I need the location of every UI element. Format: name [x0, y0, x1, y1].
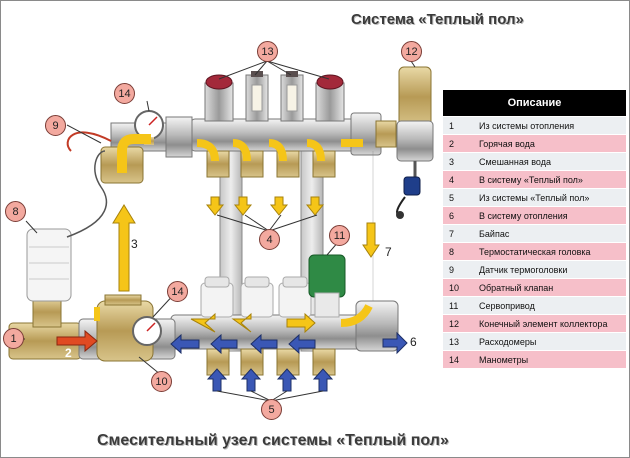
upper-outlets [206, 150, 336, 178]
label-3: 3 [131, 237, 138, 251]
callout-9: 9 [45, 115, 66, 136]
mixing-valve [8, 294, 176, 362]
hot-water-arrow [56, 329, 98, 353]
legend-number: 4 [443, 170, 479, 189]
legend-number: 6 [443, 206, 479, 225]
callout-5: 5 [261, 399, 282, 420]
title-bottom: Смесительный узел системы «Теплый пол» [97, 432, 449, 449]
callout-11: 11 [329, 225, 350, 246]
callout-14-lower: 14 [167, 281, 188, 302]
legend-number: 3 [443, 152, 479, 171]
legend-text: Расходомеры [479, 332, 626, 351]
legend-text: Обратный клапан [479, 278, 626, 297]
legend-text: Из системы «Теплый пол» [479, 188, 626, 207]
callout-12: 12 [401, 41, 422, 62]
legend-number: 14 [443, 350, 479, 368]
legend-number: 10 [443, 278, 479, 297]
legend-text: Конечный элемент коллектора [479, 314, 626, 333]
legend-text: Из системы отопления [479, 116, 626, 135]
sensor-capillary [66, 150, 108, 238]
legend-text: Термостатическая головка [479, 242, 626, 261]
valve-caps [200, 276, 312, 318]
legend-number: 13 [443, 332, 479, 351]
legend-text: Горячая вода [479, 134, 626, 153]
legend-text: Смешанная вода [479, 152, 626, 171]
legend-text: Байпас [479, 224, 626, 243]
flowmeters [204, 71, 345, 122]
end-element-collector [396, 66, 434, 219]
legend-number: 12 [443, 314, 479, 333]
legend-number: 2 [443, 134, 479, 153]
cold-flow-arrows [170, 331, 408, 392]
legend-text: Сервопривод [479, 296, 626, 315]
callout-10: 10 [151, 371, 172, 392]
legend-header: Описание [443, 90, 626, 117]
callout-4: 4 [259, 229, 280, 250]
label-6: 6 [410, 335, 417, 349]
legend-text: В систему «Теплый пол» [479, 170, 626, 189]
thermostatic-head [26, 228, 72, 302]
label-7: 7 [385, 245, 392, 259]
legend-number: 11 [443, 296, 479, 315]
legend-number: 7 [443, 224, 479, 243]
servo-actuator [308, 254, 346, 298]
legend-number: 5 [443, 188, 479, 207]
legend-number: 8 [443, 242, 479, 261]
callout-14-upper: 14 [114, 83, 135, 104]
callout-1: 1 [3, 328, 24, 349]
hot-flow-arrows [94, 134, 380, 334]
legend-number: 1 [443, 116, 479, 135]
legend-text: В систему отопления [479, 206, 626, 225]
callout-8: 8 [5, 201, 26, 222]
label-2: 2 [65, 346, 72, 360]
legend-text: Датчик термоголовки [479, 260, 626, 279]
callout-13: 13 [257, 41, 278, 62]
legend-number: 9 [443, 260, 479, 279]
legend-text: Манометры [479, 350, 626, 368]
title-top: Система «Теплый пол» [351, 11, 524, 28]
manometer-lower [132, 316, 162, 346]
lower-outlets [206, 348, 336, 376]
